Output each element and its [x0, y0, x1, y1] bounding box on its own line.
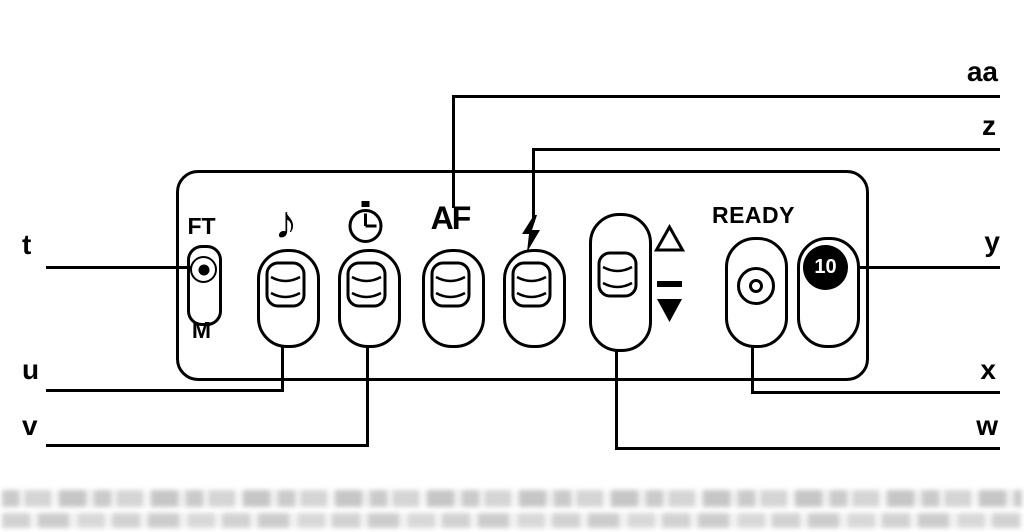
leader-line-z-horizontal	[532, 148, 1000, 151]
roller-thumb	[597, 251, 638, 298]
bar-icon	[657, 281, 682, 287]
ready-lamp-icon	[737, 267, 775, 305]
blurred-text-row	[2, 513, 1022, 528]
callout-u: u	[22, 354, 40, 385]
callout-z: z	[982, 110, 996, 141]
self-timer-clock-icon	[348, 201, 383, 243]
leader-line-x-vertical	[751, 340, 754, 394]
counter-disc: 10	[803, 245, 848, 290]
blurred-text-strip	[0, 488, 1024, 532]
callout-aa: aa	[966, 56, 998, 87]
callout-t: t	[22, 229, 32, 260]
blurred-text-row	[2, 490, 1022, 507]
leader-line-t	[46, 266, 196, 269]
callout-v: v	[22, 410, 38, 441]
leader-line-z-vertical	[532, 148, 535, 222]
callout-y: y	[984, 226, 1000, 257]
callout-w: w	[976, 410, 998, 441]
leader-line-y	[846, 266, 1000, 269]
leader-line-aa-vertical	[452, 95, 455, 208]
triangle-up-icon	[654, 224, 685, 252]
leader-line-w-vertical	[615, 344, 618, 450]
ready-label: READY	[711, 202, 795, 228]
m-label: M	[191, 317, 212, 343]
roller-thumb	[430, 261, 471, 308]
af-label: AF	[430, 200, 472, 236]
switch-position-dot	[190, 256, 217, 283]
ft-label: FT	[187, 213, 216, 239]
leader-line-v-horizontal	[46, 444, 369, 447]
roller-thumb	[265, 261, 306, 308]
roller-thumb	[511, 261, 552, 308]
leader-line-v-vertical	[366, 338, 369, 447]
leader-line-aa-horizontal	[452, 95, 1000, 98]
leader-line-u-vertical	[281, 338, 284, 392]
callout-x: x	[980, 354, 996, 385]
leader-line-x-horizontal	[751, 391, 1000, 394]
roller-thumb	[346, 261, 387, 308]
music-note-icon: ♪	[274, 196, 298, 248]
flash-bolt-icon	[522, 215, 540, 252]
leader-line-w-horizontal	[615, 447, 1000, 450]
leader-line-u-horizontal	[46, 389, 284, 392]
triangle-down-icon	[657, 299, 682, 322]
